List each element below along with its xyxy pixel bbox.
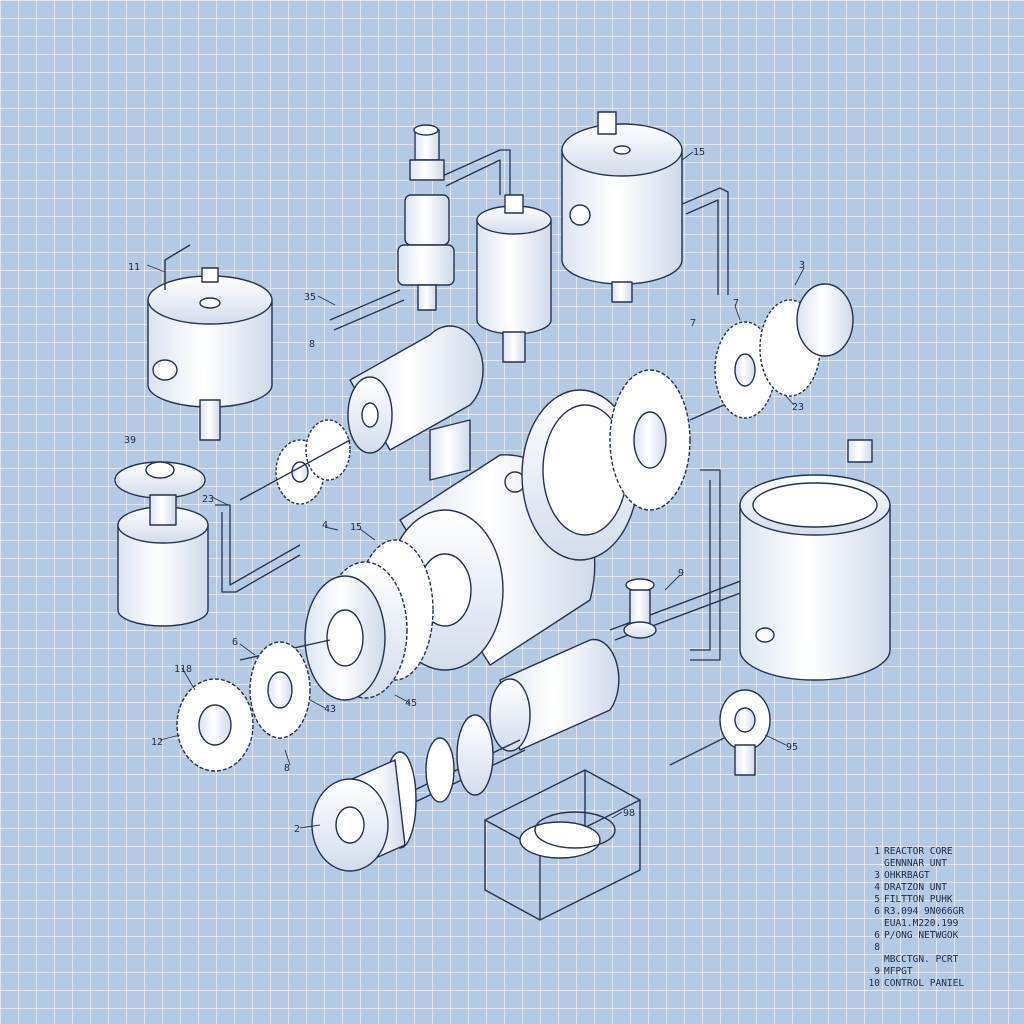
callout-7a: 7 xyxy=(690,318,696,329)
callout-11: 11 xyxy=(128,262,140,273)
callout-7b: 7 xyxy=(733,298,739,309)
callout-39: 39 xyxy=(124,435,136,446)
flywheel-assembly xyxy=(521,369,781,561)
callout-8-left: 8 xyxy=(309,339,315,350)
callout-15-center: 15 xyxy=(350,522,362,533)
legend-row: GENNNAR UNT xyxy=(884,858,947,869)
callout-23-right: 23 xyxy=(792,402,804,413)
drive-shaft xyxy=(329,714,526,841)
callout-95: 95 xyxy=(786,742,798,753)
callout-23-left: 23 xyxy=(202,494,214,505)
callout-leaders xyxy=(146,151,805,829)
gear-pair-bottom-left xyxy=(176,641,311,772)
valve-bottom-right xyxy=(719,689,771,776)
callout-4: 4 xyxy=(322,520,328,531)
callout-43: 43 xyxy=(324,704,336,715)
callout-labels: 11 15 35 8 3 7 7 23 39 23 4 15 6 9 118 1… xyxy=(124,147,805,835)
callout-6: 6 xyxy=(232,637,238,648)
generator-cylinder xyxy=(489,638,620,752)
control-frame xyxy=(484,769,641,921)
callout-9: 9 xyxy=(678,568,684,579)
tank-right xyxy=(739,439,891,681)
filter-unit-left xyxy=(114,461,209,627)
valve-handwheel xyxy=(623,578,657,639)
tank-top-left xyxy=(147,244,273,441)
callout-98: 98 xyxy=(623,808,635,819)
gear-train-left xyxy=(239,419,351,505)
callout-118: 118 xyxy=(174,664,192,675)
cylinder-tank-center xyxy=(476,194,552,363)
flywheel-bottom xyxy=(311,751,417,872)
callout-2: 2 xyxy=(294,824,300,835)
gear-train-right xyxy=(714,283,854,419)
vertical-pump xyxy=(397,124,455,311)
legend-row: MBCCTGN. PCRT xyxy=(884,954,959,965)
tank-top-right xyxy=(561,111,683,303)
callout-35: 35 xyxy=(304,292,316,303)
callout-15: 15 xyxy=(693,147,705,158)
callout-12: 12 xyxy=(151,737,163,748)
legend-row: 8 xyxy=(874,942,880,953)
motor-upper xyxy=(347,325,484,481)
legend-row: EUA1.M220.199 xyxy=(884,918,959,929)
callout-8-bottom: 8 xyxy=(284,763,290,774)
callout-45: 45 xyxy=(405,698,417,709)
callout-3: 3 xyxy=(799,260,805,271)
